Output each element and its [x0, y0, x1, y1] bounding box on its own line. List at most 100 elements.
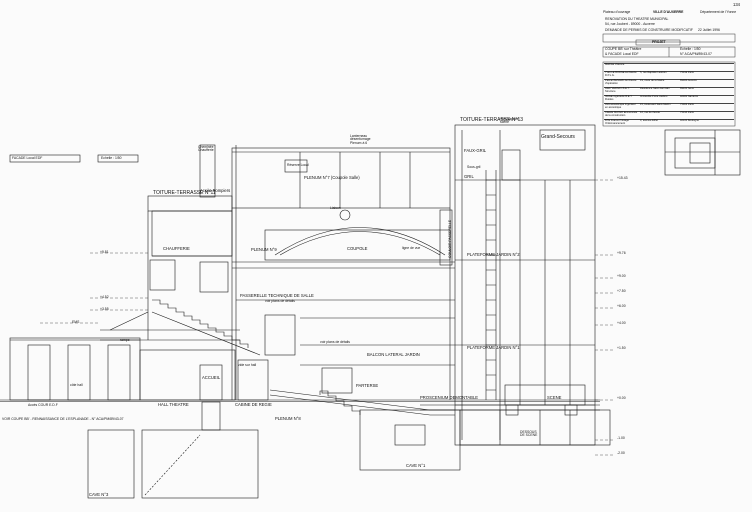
team-row-divider — [604, 110, 734, 112]
drawing-title-2: & FACADE Local EDF — [605, 51, 639, 56]
team-row-divider — [604, 78, 734, 80]
label-echelle-left: Echelle : 1/50 — [101, 156, 122, 160]
team-row-divider — [604, 94, 734, 96]
label-voir-plans-2: voir plans de détails — [320, 340, 350, 344]
team-cell: 12, rue de l'Ecole — [640, 111, 660, 114]
label-toiture-11: TOITURE-TERRASSE N°11 — [153, 190, 216, 196]
team-cell: 3, avenue Eiffel — [640, 119, 658, 122]
hall-outline — [139, 349, 236, 401]
label-reserve: Réserve Local — [287, 163, 309, 167]
label-plenum-7: PLENUM N°7 (Coupole Salle) — [304, 175, 360, 180]
label-couloir: COULOIR PASSERELLE — [448, 219, 452, 258]
level-mark-left: EMS — [72, 320, 80, 324]
label-grand-secours: Grand-Secours — [541, 134, 575, 140]
label-faux-gril: FAUX-GRIL — [464, 148, 487, 153]
label-cheminee: Cheminée Chaufferie — [198, 145, 214, 153]
team-row-divider — [604, 86, 734, 88]
cave-1-outline — [359, 409, 461, 471]
project-address: 54, rue Joubert - 89000 - Auxerre — [605, 22, 655, 26]
team-cell: 19, route de la Mairie — [640, 79, 665, 82]
level-mark-right: -2.00 — [617, 451, 625, 455]
phase-title: DEMANDE DE PERMIS DE CONSTRUIRE MODIFICA… — [605, 28, 693, 32]
level-mark-right: +9.76 — [617, 251, 626, 255]
team-row-divider — [604, 118, 734, 120]
level-mark-right: +6.00 — [617, 304, 626, 308]
team-row-divider — [604, 70, 734, 72]
team-cell: AVA acousticque Ingénieur en acoustique — [605, 103, 636, 109]
team-cell: 75015 Paris — [680, 111, 694, 114]
phase-date: 22 Juillet 1996 — [698, 28, 720, 32]
client-label: Plateau d'ouvrage — [603, 10, 631, 14]
label-hall: HALL THEATRE — [158, 402, 189, 407]
level-mark-right: +7.50 — [617, 289, 626, 293]
drawing-title-1: COUPE BB' sur Théâtre — [605, 47, 642, 51]
level-mark-right: +15.43 — [617, 176, 628, 180]
label-accueil: ACCUEIL — [202, 375, 221, 380]
label-gril: GRIL — [464, 174, 474, 179]
label-parterre: PARTERSE — [356, 383, 379, 388]
label-cave-1: CAVE N°1 — [406, 463, 426, 468]
label-vide: vide sur hall — [238, 363, 257, 367]
plenum-7-outline — [231, 147, 451, 209]
level-mark-right: +0.00 — [617, 396, 626, 400]
label-coupole-note: Lanterneau désenfumage Plenum à 6 — [350, 134, 371, 145]
label-chaufferie: CHAUFFERIE — [163, 246, 190, 251]
cave-3-outline — [87, 429, 135, 499]
label-cote-hall: côte hall — [70, 383, 83, 387]
label-facade-edf: FACADE Local EDF — [12, 156, 43, 160]
projet-label: PROJET — [652, 40, 666, 44]
label-plateforme-2: PLATEFORME JARDIN N°2 — [467, 252, 520, 257]
key-plan — [664, 129, 741, 176]
team-cell: Pascal BENARD Architecte d'opération — [605, 79, 637, 85]
label-scene: SCENE — [547, 395, 562, 400]
label-proscenium: PROSCENIUM DEMONTABLE — [420, 395, 479, 400]
team-cell: Maîtrise d'œuvre — [605, 63, 625, 66]
team-cell: 15, boulevard Saint-Martin — [640, 103, 671, 106]
team-cell: 89100 Sens — [680, 87, 694, 90]
team-cell: Alain VERNAY B.E.T. Structure — [605, 87, 630, 93]
label-balcon: BALCON LATERAL JARDIN — [367, 352, 420, 357]
team-cell: 92000 Nanterre — [680, 95, 699, 98]
sheet-number: 134 — [733, 2, 740, 7]
client-department: Département de l'Yonne — [700, 10, 737, 14]
facade-edf-outline — [9, 337, 141, 401]
team-cell: Immeuble Porte Jardins — [640, 95, 668, 98]
label-plateforme-1: PLATEFORME JARDIN N°1 — [467, 345, 520, 350]
level-mark-right: +9.00 — [617, 274, 626, 278]
label-dessous: DESSOUS DE SCENE — [520, 430, 538, 438]
label-rampe: rampe — [120, 338, 130, 342]
team-cell: Yves LE BORNE Architecte D.P.L.G. — [605, 71, 637, 77]
project-title: RENOVATION DU THEATRE MUNICIPAL — [605, 17, 669, 21]
level-mark-left: +3.55 — [100, 307, 109, 311]
label-ligne: ligne de vue — [402, 246, 421, 250]
label-voir-plans-1: voir plans de détails — [265, 299, 295, 303]
level-mark-right: -1.00 — [617, 436, 625, 440]
level-mark-right: +4.00 — [617, 321, 626, 325]
label-cabine: CABINE DE REGIE — [235, 402, 272, 407]
title-block-frame — [602, 33, 736, 127]
team-cell: Claude MAYER Economiste de la constructi… — [605, 111, 638, 117]
team-cell: 75019 Paris — [680, 71, 694, 74]
team-cell: 75003 Paris — [680, 103, 694, 106]
label-liaison: Liaison — [330, 206, 341, 210]
label-acces-cour: Accès COUR E.D.F — [28, 403, 58, 407]
label-plenum-9: PLENUM N°9 — [251, 247, 277, 252]
team-cell: IFAGE ingénierie B.E.T. Fluides — [605, 95, 633, 101]
label-sous-gril: Sous-gril — [467, 165, 481, 169]
level-mark-left: +9.81 — [100, 250, 109, 254]
team-row-divider — [604, 102, 734, 104]
team-cell: Résidence Saint-Germain — [640, 87, 670, 90]
level-mark-left: +4.52 — [100, 295, 109, 299]
label-acces-pompiers: Accès Pompiers — [200, 188, 231, 193]
coupole-arch — [274, 227, 446, 256]
label-passerelle: PASSERELLE TECHNIQUE DE SALLE — [240, 293, 314, 298]
level-mark-right: +1.50 — [617, 346, 626, 350]
drawing-number: N° ACA/PM/89/43-07 — [680, 51, 712, 56]
label-coupole: COUPOLE — [347, 246, 368, 251]
label-bottom-caption: VOIR COUPE BB' - RENNAISSANCE DE L'ESPLA… — [2, 417, 124, 421]
team-cell: 5, rue Baptiste Lesboin — [640, 71, 667, 74]
team-cell: 89000 Auxerre — [680, 79, 697, 82]
label-plenum-8: PLENUM N°8 — [275, 416, 301, 421]
label-toiture-13: TOITURE-TERRASSE N°13 — [460, 117, 524, 123]
label-cave-3: CAVE N°3 — [89, 492, 109, 497]
